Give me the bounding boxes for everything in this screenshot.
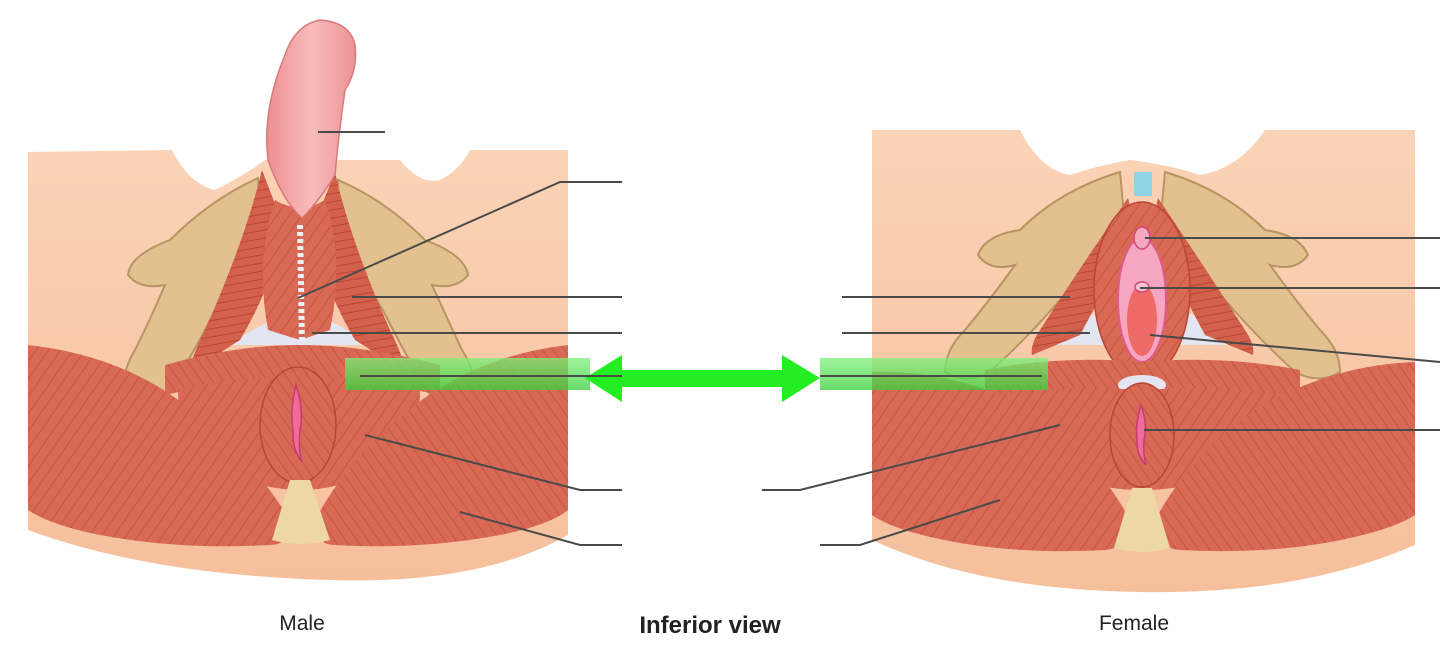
male-anus	[291, 382, 303, 463]
comparison-arrow	[345, 355, 1048, 402]
leader-male-2	[297, 181, 622, 299]
female-pubic-bone-right	[1158, 170, 1342, 380]
male-anococcygeal	[272, 480, 330, 544]
male-ischiocavernosus-left	[190, 170, 285, 372]
female-illustration	[872, 130, 1415, 593]
female-gluteus-left	[872, 371, 1130, 552]
female-clitoris	[1134, 172, 1152, 196]
male-gluteus-left	[28, 345, 290, 547]
view-caption: Inferior view	[639, 612, 781, 639]
leader-female-l4	[762, 424, 1061, 491]
leader-male-7	[459, 511, 622, 546]
leader-lines	[297, 131, 1440, 546]
leader-male-6	[364, 434, 622, 491]
male-illustration	[28, 19, 568, 581]
female-vaginal-orifice	[1127, 284, 1157, 356]
male-raphe	[297, 224, 305, 346]
female-caption: Female	[1098, 612, 1170, 635]
male-caption: Male	[279, 612, 325, 635]
male-gluteus-right	[315, 345, 568, 547]
female-highlight-band	[820, 358, 1048, 390]
leader-female-r3	[1149, 334, 1440, 363]
female-pubic-bone-left	[943, 170, 1127, 380]
leader-female-l5	[820, 499, 1001, 546]
female-gluteus-right	[1155, 362, 1415, 552]
female-anococcygeal	[1114, 488, 1170, 552]
double-headed-arrow-icon	[585, 355, 820, 402]
male-penis	[266, 19, 357, 220]
male-highlight-band	[345, 358, 590, 390]
male-pubic-bone-right	[333, 178, 475, 405]
